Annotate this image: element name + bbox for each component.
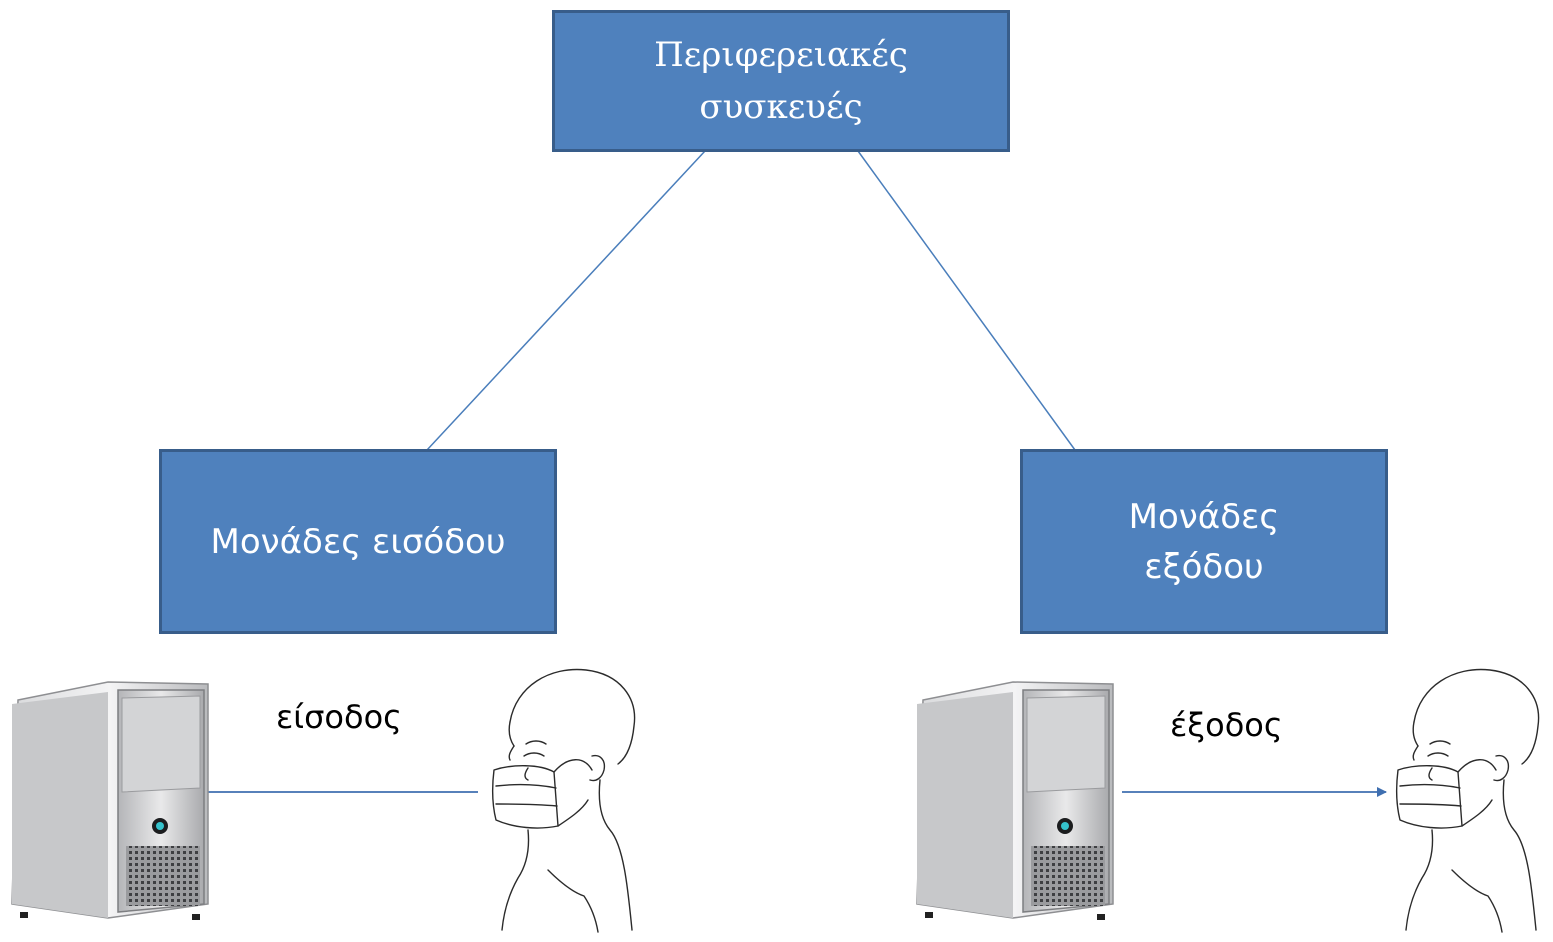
person-with-mask-icon (1395, 668, 1540, 933)
peripherals-node-line2: συσκευές (699, 87, 863, 127)
input-units-node: Μονάδες εισόδου (159, 449, 557, 634)
output-units-node: Μονάδες εξόδου (1020, 449, 1388, 634)
output-units-node-line1: Μονάδες (1128, 496, 1280, 537)
computer-tower-icon (11, 681, 209, 920)
connector-to-output-units (857, 150, 1076, 451)
output-units-node-line2: εξόδου (1144, 546, 1264, 587)
input-units-node-label: Μονάδες εισόδου (210, 521, 506, 562)
peripherals-node: Περιφερειακές συσκευές (552, 10, 1010, 152)
connector-to-input-units (426, 150, 706, 451)
computer-tower-icon (916, 681, 1114, 920)
output-arrow-label: έξοδος (1170, 706, 1283, 744)
person-with-mask-icon (491, 668, 636, 933)
input-arrow-label: είσοδος (276, 698, 402, 736)
peripherals-node-line1: Περιφερειακές (654, 35, 908, 75)
